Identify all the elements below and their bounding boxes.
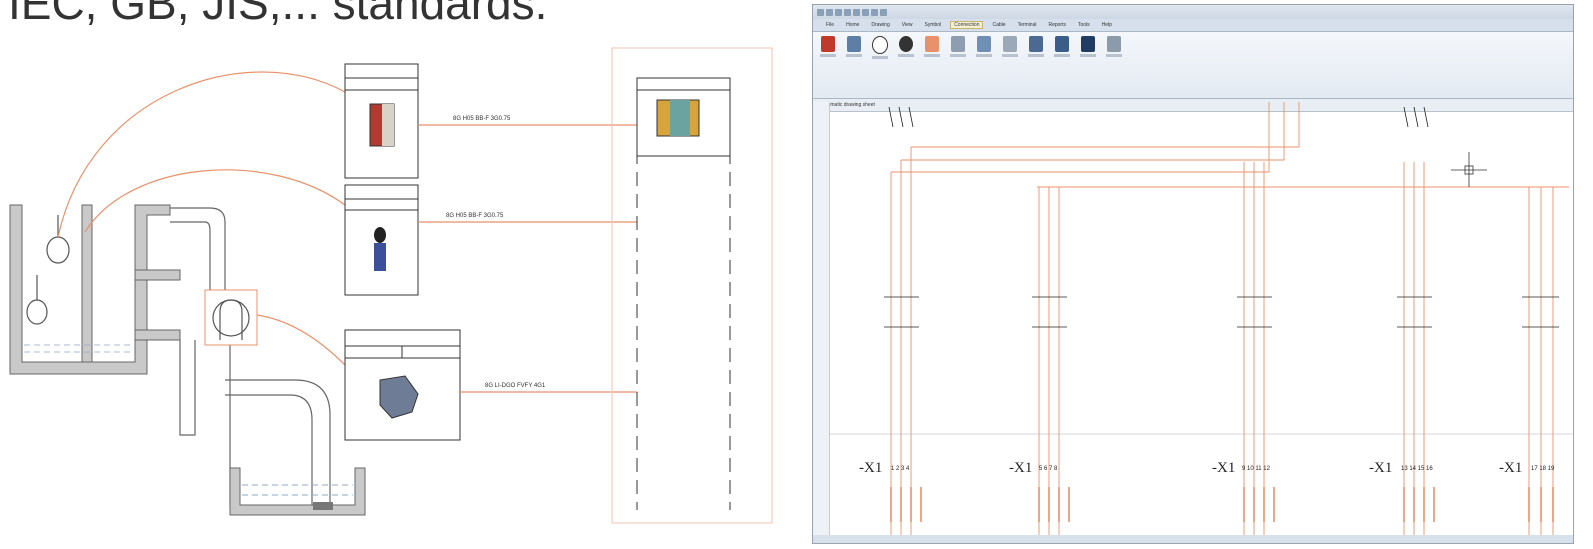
drop-icon xyxy=(899,36,913,52)
cable-label-2: 8G H05 BB-F 3G0.75 xyxy=(446,213,504,219)
ribbon-button[interactable] xyxy=(1053,36,1071,57)
stop-icon xyxy=(821,36,835,52)
cable-icon xyxy=(951,36,965,52)
wire-icon xyxy=(925,36,939,52)
pump xyxy=(204,289,258,346)
quick-access-toolbar[interactable] xyxy=(817,8,887,16)
ribbon-button[interactable] xyxy=(819,36,837,57)
contactors xyxy=(884,296,1559,328)
tank xyxy=(9,204,181,375)
terminal-strip-5: -X1 17 18 19 xyxy=(1499,460,1555,476)
list-icon xyxy=(1029,36,1043,52)
ribbon-button[interactable] xyxy=(1105,36,1123,57)
terminal-strip-label: -X1 xyxy=(1009,460,1032,476)
lower-tank xyxy=(229,467,366,516)
busbars xyxy=(890,102,1569,535)
tab-terminal[interactable]: Terminal xyxy=(1017,22,1037,28)
ribbon-button[interactable] xyxy=(871,36,889,59)
title-bar xyxy=(813,5,1573,19)
terminal-numbers: 5 6 7 8 xyxy=(1039,466,1058,472)
tank-water xyxy=(24,344,133,353)
tab-help[interactable]: Help xyxy=(1101,22,1112,28)
device-box-3 xyxy=(344,329,461,441)
terminal-numbers: 9 10 11 12 xyxy=(1242,466,1271,472)
device-box-2 xyxy=(344,184,419,296)
terminal-strip-label: -X1 xyxy=(1212,460,1235,476)
ribbon-button[interactable] xyxy=(1079,36,1097,57)
tab-tools[interactable]: Tools xyxy=(1077,22,1090,28)
ribbon-tabs: File Home Drawing View Symbol Connection… xyxy=(813,19,1573,32)
upper-breakers xyxy=(888,106,1429,128)
process-diagram: 8G H05 BB-F 3G0.75 8G H05 BB-F 3G0.75 8G… xyxy=(9,47,773,524)
terminal-strip-2: -X1 5 6 7 8 xyxy=(1009,460,1058,476)
tab-drawing[interactable]: Drawing xyxy=(871,22,890,28)
tab-cable[interactable]: Cable xyxy=(992,22,1006,28)
terminal-strip-3: -X1 9 10 11 12 xyxy=(1212,460,1271,476)
ribbon-button[interactable] xyxy=(1001,36,1019,57)
cable-label-3: 8G LI-DGO FVFY 4G1 xyxy=(485,383,546,389)
tab-view[interactable]: View xyxy=(901,22,913,28)
cabinet xyxy=(611,47,773,524)
connect-icon xyxy=(977,36,991,52)
ribbon-button[interactable] xyxy=(1027,36,1045,57)
crosshair-cursor xyxy=(1451,152,1487,187)
grid-icon xyxy=(847,36,861,52)
cable-lines xyxy=(418,124,637,393)
clock-icon xyxy=(872,36,888,54)
document-tab[interactable]: Schematic drawing sheet xyxy=(813,99,1573,112)
tab-home[interactable]: Home xyxy=(846,22,860,28)
wire-tails xyxy=(890,487,1554,522)
cad-window: File Home Drawing View Symbol Connection… xyxy=(812,4,1574,544)
settings-icon xyxy=(1107,36,1121,52)
tab-file[interactable]: File xyxy=(826,22,835,28)
terminal-strip-label: -X1 xyxy=(1369,460,1392,476)
ribbon-button[interactable] xyxy=(949,36,967,57)
tab-connection[interactable]: Connection xyxy=(950,21,984,29)
terminal-numbers: 17 18 19 xyxy=(1531,466,1555,472)
left-toolbar[interactable] xyxy=(813,102,830,535)
headline: IEC, GB, JIS,... standards. xyxy=(8,0,548,29)
leader-curves xyxy=(57,71,346,366)
terminal-strip-1: -X1 1 2 3 4 xyxy=(859,460,910,476)
tab-reports[interactable]: Reports xyxy=(1048,22,1066,28)
terminal-numbers: 1 2 3 4 xyxy=(891,466,910,472)
status-bar xyxy=(813,535,1573,543)
float-sensors xyxy=(26,215,70,325)
terminal-icon xyxy=(1003,36,1017,52)
terminal-numbers: 13 14 15 16 xyxy=(1401,466,1433,472)
device-box-1 xyxy=(344,63,419,179)
terminal-strip-4: -X1 13 14 15 16 xyxy=(1369,460,1433,476)
schematic-canvas[interactable]: -X1 1 2 3 4 -X1 5 6 7 8 -X1 9 10 11 12 -… xyxy=(829,102,1573,535)
copy-icon xyxy=(1055,36,1069,52)
terminal-strip-label: -X1 xyxy=(859,460,882,476)
cable-label-1: 8G H05 BB-F 3G0.75 xyxy=(453,116,511,122)
ribbon-button[interactable] xyxy=(975,36,993,57)
ribbon-button[interactable] xyxy=(897,36,915,57)
paste-icon xyxy=(1081,36,1095,52)
terminal-strip-label: -X1 xyxy=(1499,460,1522,476)
ribbon-button[interactable] xyxy=(845,36,863,57)
pipes xyxy=(170,207,331,516)
tab-symbol[interactable]: Symbol xyxy=(924,22,942,28)
ribbon-toolbar xyxy=(813,32,1573,99)
ribbon-button[interactable] xyxy=(923,36,941,57)
